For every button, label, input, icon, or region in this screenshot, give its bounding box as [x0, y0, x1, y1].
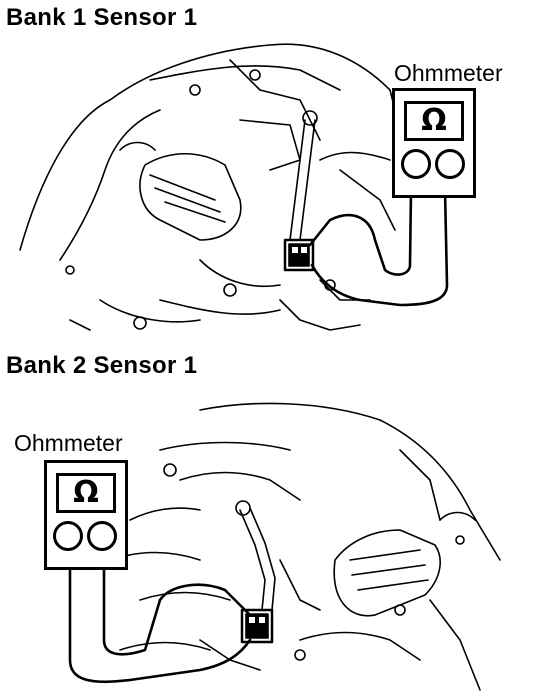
ohmmeter-label-top: Ohmmeter — [394, 60, 503, 86]
test-lead-bottom-2 — [102, 565, 252, 656]
panel-title-bank2: Bank 2 Sensor 1 — [6, 352, 198, 379]
ohm-symbol-icon: Ω — [56, 473, 116, 513]
engine-outline-bottom — [199, 402, 501, 561]
test-lead-top-1 — [308, 188, 413, 276]
test-lead-bottom-1 — [68, 565, 252, 684]
test-lead-top-2 — [310, 188, 449, 307]
ohmmeter-bottom: Ω — [44, 460, 128, 570]
meter-jack-icon — [87, 521, 117, 551]
meter-jack-icon — [435, 149, 465, 179]
panel-title-bank1: Bank 1 Sensor 1 — [6, 4, 198, 31]
ohmmeter-label-bottom: Ohmmeter — [14, 430, 123, 456]
meter-jack-icon — [53, 521, 83, 551]
meter-jack-icon — [401, 149, 431, 179]
ohm-symbol-icon: Ω — [404, 101, 464, 141]
engine-outline-top — [19, 43, 396, 251]
ohmmeter-top: Ω — [392, 88, 476, 198]
